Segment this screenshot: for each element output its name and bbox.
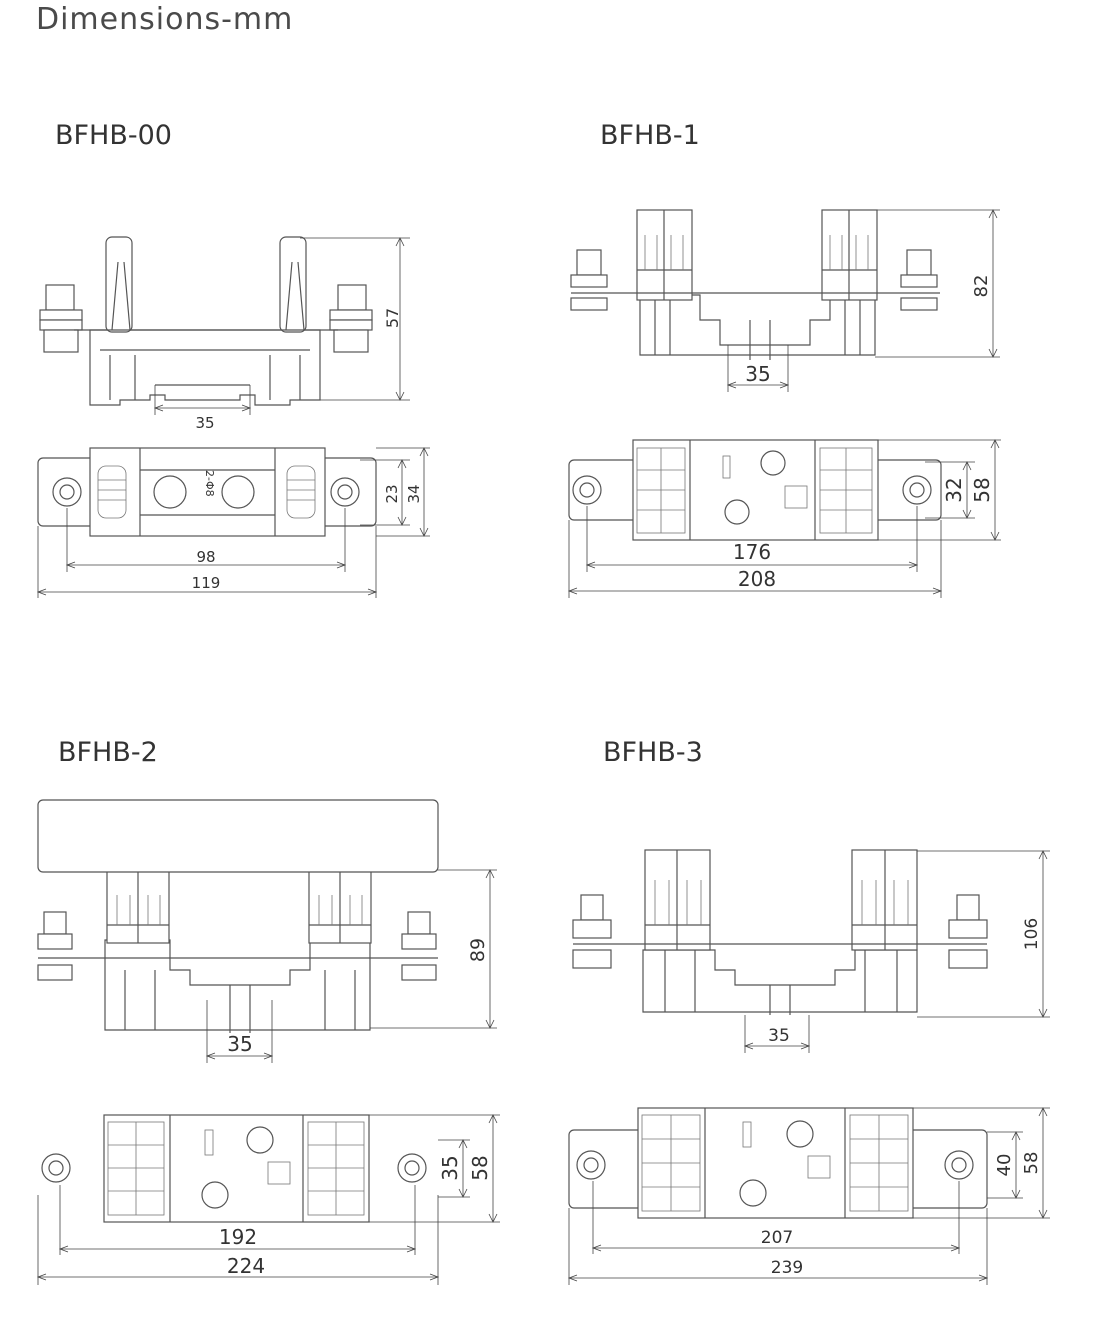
front-view [37, 869, 438, 1033]
dimension-outer-depth: 58 [369, 1114, 500, 1223]
dimension-total-length: 119 [36, 526, 378, 598]
dim-label-base-width: 35 [195, 414, 214, 432]
dim-label-inner-depth: 35 [438, 1155, 462, 1180]
dim-label-inner-depth: 40 [994, 1154, 1015, 1177]
model-title: BFHB-00 [55, 120, 172, 151]
dim-label-outer-depth: 58 [1021, 1152, 1042, 1175]
dimension-inner-depth: 23 [360, 459, 410, 526]
dim-label-height: 106 [1022, 918, 1042, 950]
top-view [37, 799, 439, 1223]
dim-label-inner-depth: 32 [942, 477, 966, 502]
dimension-base-width: 35 [205, 1000, 274, 1063]
dimension-total-length: 224 [36, 1195, 440, 1285]
technical-drawing: 82 35 32 58 [567, 209, 1001, 598]
dim-label-base-width: 35 [768, 1026, 790, 1046]
dimension-height: 57 [300, 237, 410, 401]
model-title: BFHB-2 [58, 737, 158, 768]
dim-label-outer-depth: 58 [468, 1155, 492, 1180]
dimension-outer-depth: 58 [878, 439, 1001, 541]
dimension-total-length: 239 [567, 1208, 989, 1285]
dimension-inner-depth: 32 [925, 461, 975, 519]
dimension-outer-depth: 34 [376, 447, 430, 537]
dim-label-base-width: 35 [227, 1032, 252, 1056]
dim-label-outer-depth: 34 [405, 484, 423, 503]
dim-label-total-length: 224 [227, 1254, 265, 1278]
dimension-hole-spacing: 192 [58, 1185, 417, 1255]
model-title: BFHB-1 [600, 120, 700, 151]
dim-label-height: 89 [467, 938, 489, 962]
dimension-base-width: 35 [153, 385, 252, 432]
dim-label-inner-depth: 23 [383, 484, 401, 503]
dim-label-total-length: 239 [771, 1258, 803, 1278]
panel-bfhb-1: BFHB-1 82 35 [545, 0, 1105, 640]
dim-label-hole-spacing: 207 [761, 1228, 793, 1248]
dimension-inner-depth: 40 [987, 1131, 1023, 1199]
dimension-hole-spacing: 176 [585, 506, 919, 572]
dim-label-hole-spacing: 176 [733, 540, 771, 564]
front-view [572, 849, 988, 1015]
panel-bfhb-00: BFHB-00 57 35 [0, 0, 560, 640]
dim-label-hole-spacing: 192 [219, 1225, 257, 1249]
dimension-total-length: 208 [567, 520, 943, 598]
dim-label-height: 82 [971, 275, 992, 298]
dimension-hole-spacing: 207 [591, 1181, 961, 1254]
hole-note: 2-Φ8 [203, 470, 216, 497]
top-view [568, 1107, 988, 1219]
dimension-base-width: 35 [726, 345, 790, 392]
dimension-base-width: 35 [743, 1015, 811, 1053]
front-view [39, 236, 373, 406]
page-title: Dimensions-mm [36, 2, 294, 37]
dimension-height: 106 [917, 850, 1050, 1018]
panel-bfhb-3: BFHB-3 106 35 [545, 640, 1105, 1285]
dim-label-total-length: 208 [738, 567, 776, 591]
top-view [568, 439, 942, 541]
dimension-height: 82 [875, 209, 1000, 358]
front-view [570, 209, 940, 360]
dimension-outer-depth: 58 [913, 1107, 1050, 1219]
dim-label-total-length: 119 [192, 574, 221, 592]
technical-drawing: 57 35 2-Φ8 23 34 [36, 236, 430, 598]
technical-drawing: 106 35 40 58 [567, 849, 1050, 1285]
dim-label-outer-depth: 58 [970, 477, 994, 502]
model-title: BFHB-3 [603, 737, 703, 768]
dim-label-height: 57 [383, 308, 402, 328]
dimension-inner-depth: 35 [438, 1139, 470, 1198]
dimension-hole-spacing: 98 [65, 508, 347, 572]
top-view: 2-Φ8 [37, 447, 377, 537]
panel-bfhb-2: BFHB-2 89 35 [0, 640, 560, 1285]
dim-label-base-width: 35 [745, 362, 770, 386]
technical-drawing: 89 35 35 58 [36, 799, 500, 1285]
dim-label-hole-spacing: 98 [196, 548, 215, 566]
